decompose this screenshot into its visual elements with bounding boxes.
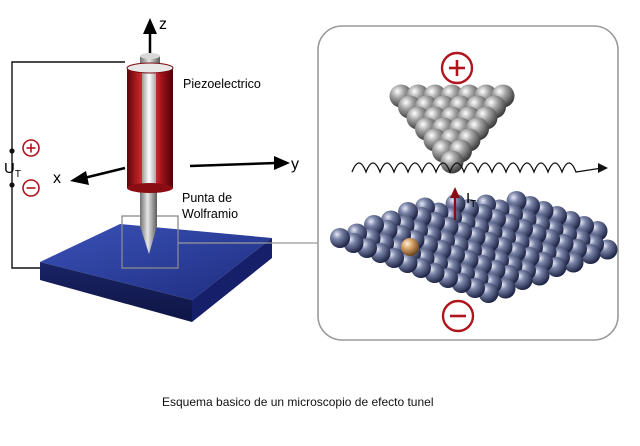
figure-caption: Esquema basico de un microscopio de efec… — [162, 395, 434, 409]
axis-z-arrow — [143, 18, 157, 34]
plus-sign-left — [22, 139, 40, 157]
plus-sign-right — [440, 51, 474, 85]
minus-sign-right — [441, 299, 475, 333]
wave-arrow — [598, 163, 608, 173]
tip-atom-cluster — [389, 84, 515, 174]
axis-y-arrow — [274, 156, 290, 170]
surface-atom — [330, 228, 350, 248]
axis-y-line — [189, 161, 277, 168]
axis-y-label: y — [291, 156, 299, 173]
tip-label-line2: Wolframio — [182, 207, 239, 221]
axis-z-label: z — [159, 16, 167, 33]
piezo-label: Piezoelectrico — [183, 77, 261, 91]
current-label: IT — [466, 190, 477, 210]
surface-atom-lattice — [330, 191, 618, 303]
axis-x-label: x — [53, 170, 61, 187]
tunneling-wave — [351, 162, 603, 174]
platform-front — [40, 262, 192, 322]
piezo-stripe — [142, 68, 156, 188]
terminal-top — [9, 148, 15, 154]
adsorbed-atom — [401, 238, 419, 256]
tip-point — [140, 226, 157, 254]
current-arrow-head — [450, 187, 460, 198]
tip-shaft — [140, 188, 157, 226]
terminal-bottom — [9, 182, 15, 188]
platform-side — [192, 238, 272, 322]
axis-x-arrow — [70, 171, 89, 185]
minus-sign-left — [22, 179, 40, 197]
voltage-label: UT — [4, 160, 21, 180]
tip-label-line1: Punta de — [182, 191, 233, 205]
circuit-wire — [11, 61, 125, 269]
axis-x-line — [83, 166, 126, 180]
tip-atom — [440, 150, 464, 174]
